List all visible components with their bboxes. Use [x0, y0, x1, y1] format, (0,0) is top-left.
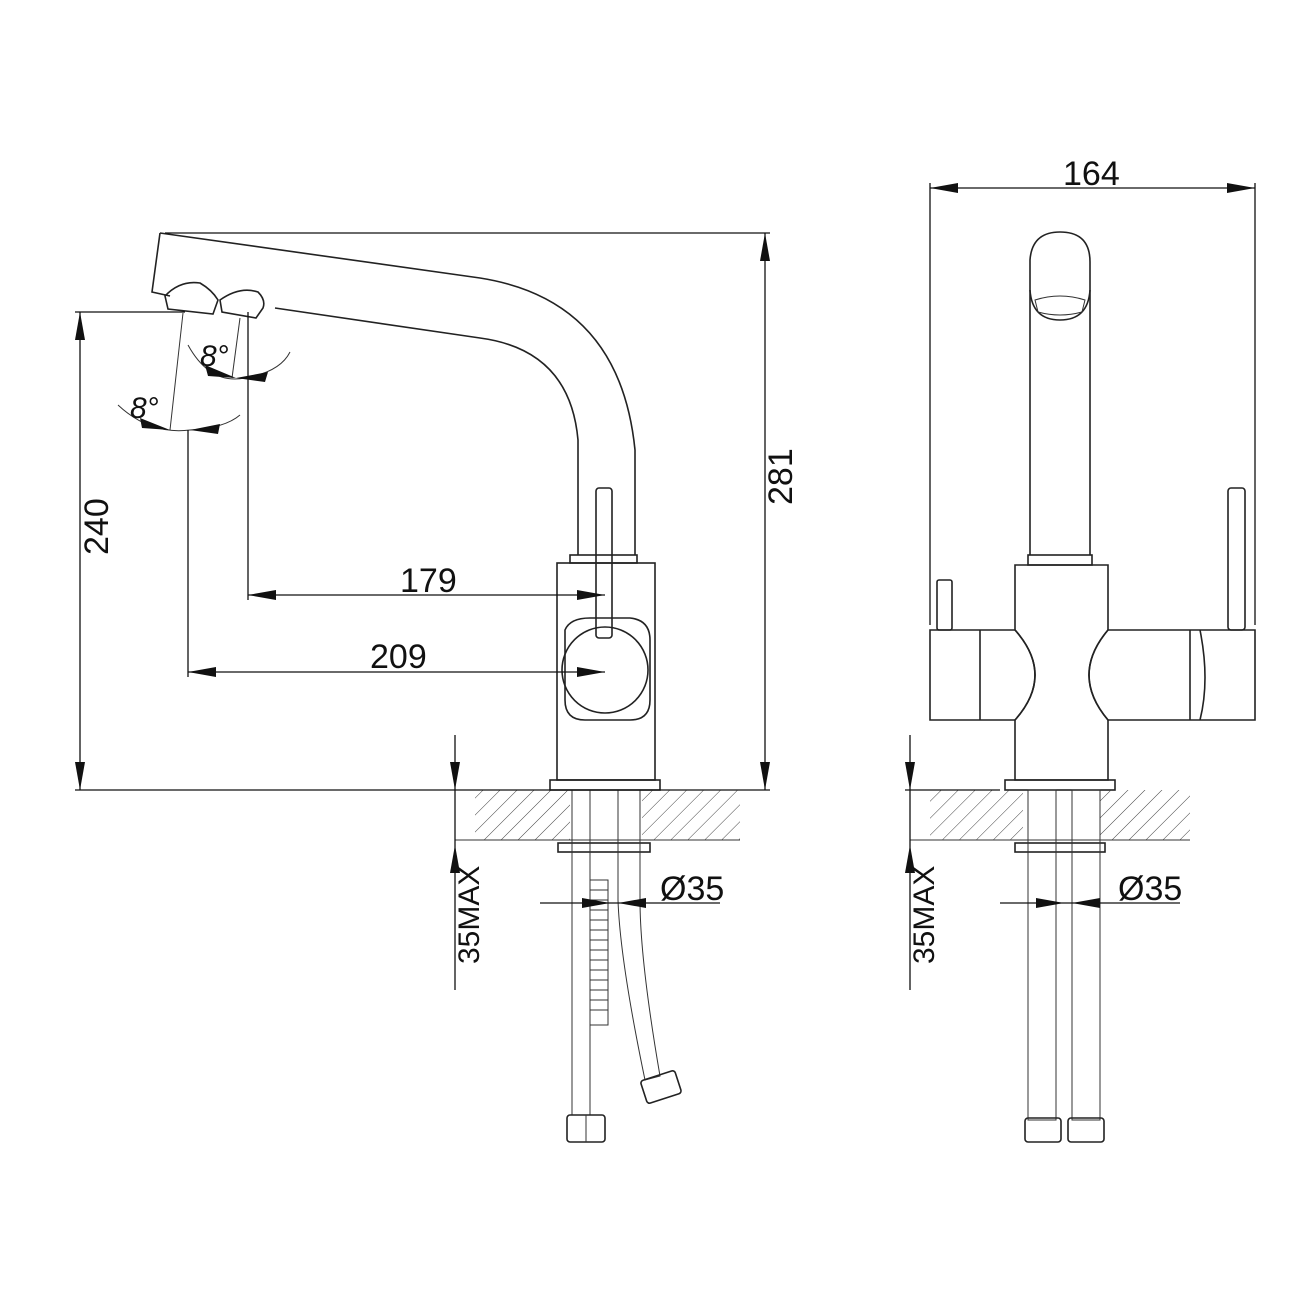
handle-housing [564, 617, 651, 721]
angle-label-outlet-2: 8° [130, 392, 159, 425]
faucet-body-front [1014, 564, 1109, 781]
supply-hoses-front [1024, 789, 1105, 1143]
dim-hole-35-front: Ø35 [1118, 870, 1182, 908]
dim-reach-179: 179 [400, 562, 457, 600]
aerator-outlets [164, 281, 265, 319]
supply-hoses [566, 789, 682, 1143]
spout-outline [151, 232, 636, 555]
countertop-section-right [642, 790, 740, 840]
dim-height-281: 281 [762, 448, 800, 505]
countertop-front-right [1100, 790, 1190, 840]
mounting-plate [557, 842, 651, 853]
left-lever [936, 579, 953, 631]
right-handle [1088, 629, 1256, 721]
angle-label-outlet-1: 8° [200, 340, 229, 373]
dim-reach-209: 209 [370, 638, 427, 676]
mounting-plate-front [1014, 842, 1106, 853]
spout-tube [1029, 290, 1091, 555]
dimension-lines [75, 232, 770, 990]
right-lever [1227, 487, 1246, 631]
front-view: 164 35MAX Ø35 [905, 155, 1256, 1143]
faucet-collar [569, 554, 638, 564]
filter-lever [595, 487, 613, 639]
left-handle [929, 629, 1036, 721]
faucet-base-front [1004, 779, 1116, 791]
dim-hole-35: Ø35 [660, 870, 724, 908]
side-view: 8° 8° [75, 232, 800, 1143]
faucet-base [549, 779, 661, 791]
angle-indicators: 8° 8° [117, 312, 291, 434]
dimension-lines-front [905, 183, 1256, 990]
dim-countertop-35max-front: 35MAX [908, 866, 941, 964]
dim-countertop-35max: 35MAX [453, 866, 486, 964]
handle-cartridge [561, 626, 649, 714]
faucet-collar-front [1027, 554, 1093, 566]
spout-head [1029, 231, 1091, 321]
dim-width-164: 164 [1063, 155, 1120, 193]
countertop-front-left [930, 790, 1023, 840]
countertop-section-left [475, 790, 570, 840]
hose-nut-right [640, 1070, 682, 1104]
dim-height-240: 240 [78, 498, 116, 555]
